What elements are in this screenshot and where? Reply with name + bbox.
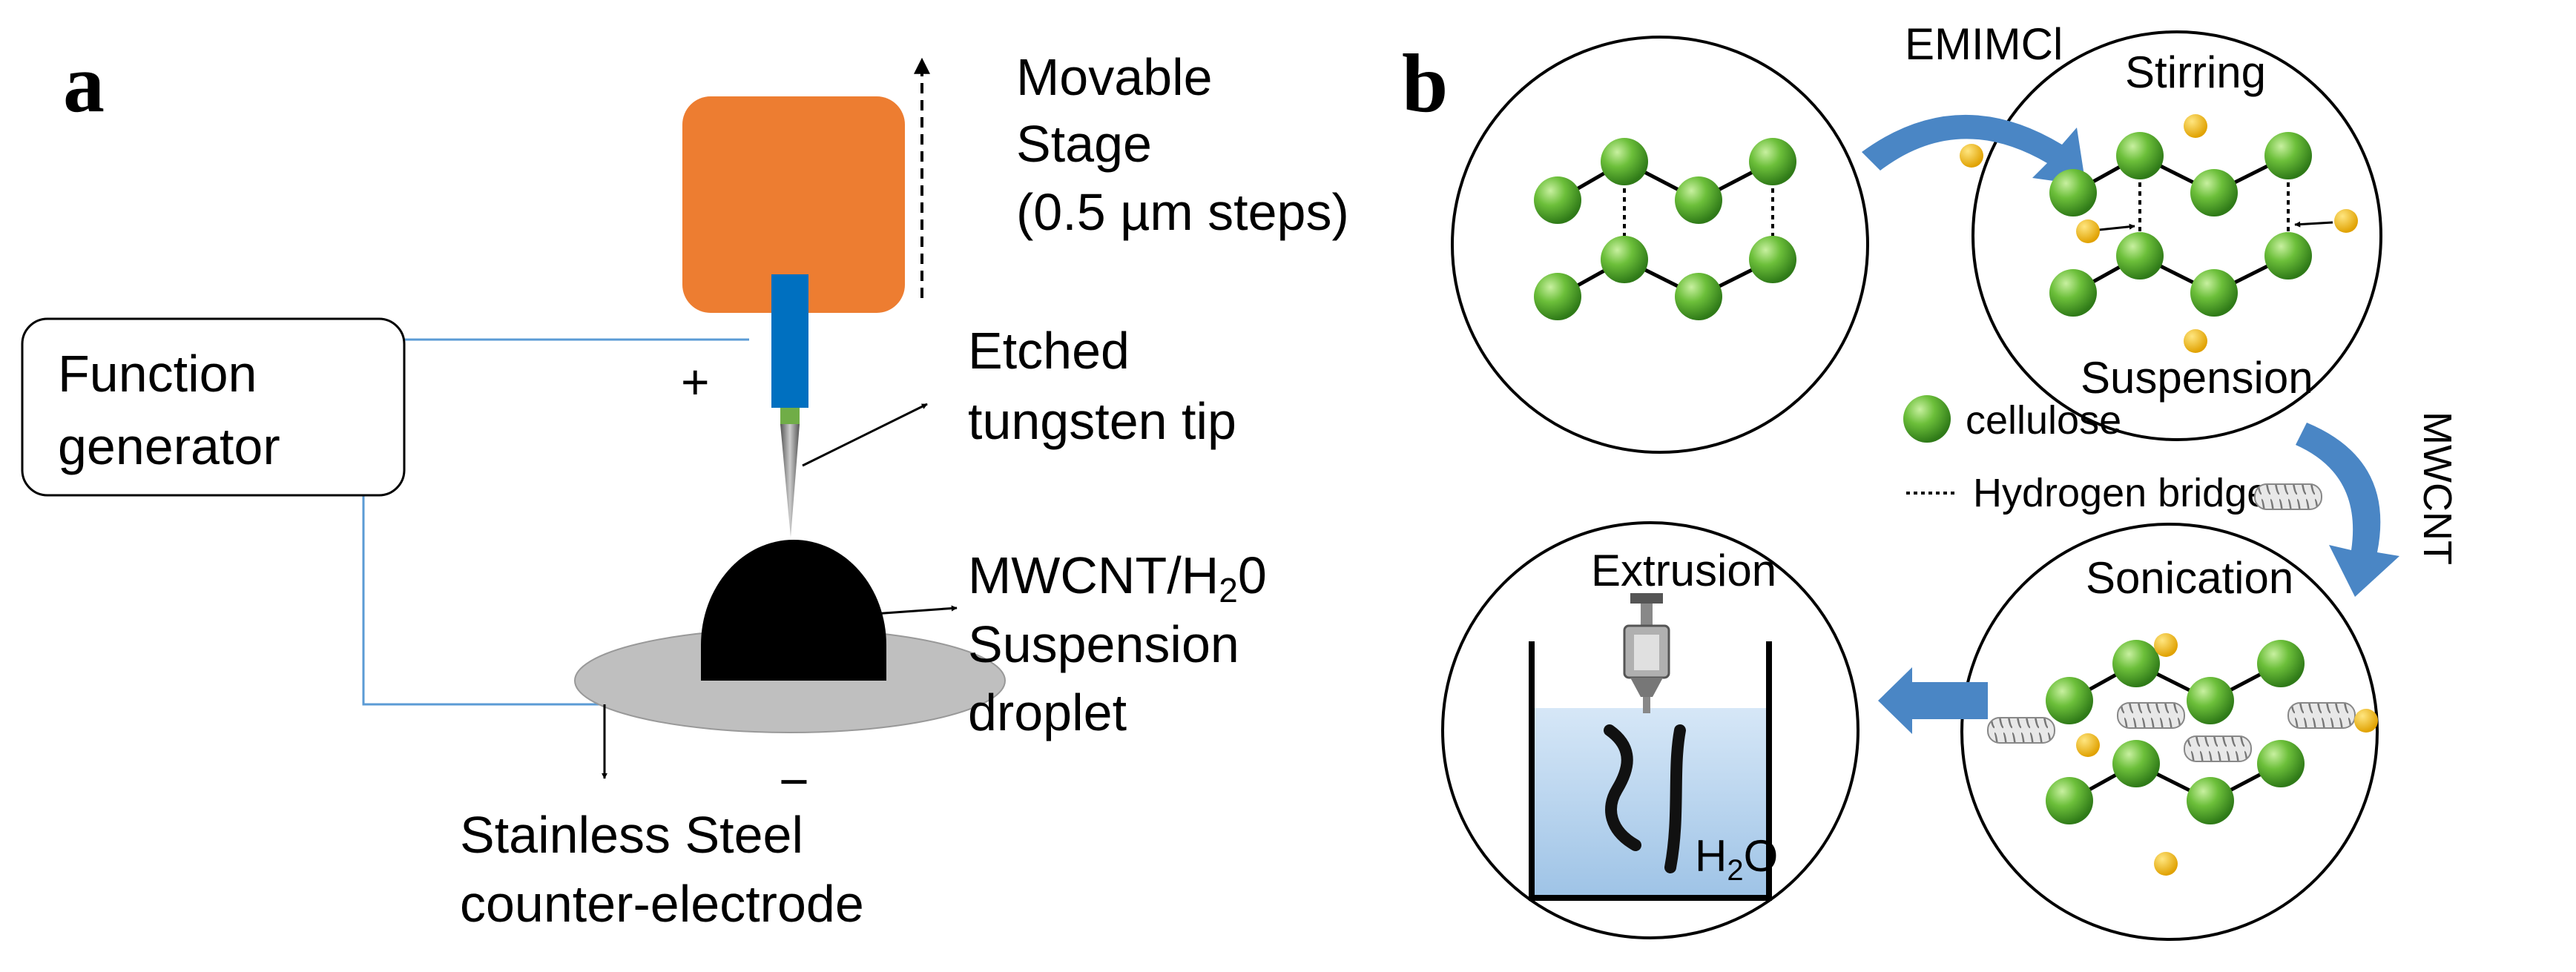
- stage-label-2: Stage: [1016, 115, 1152, 173]
- minus-sign: −: [779, 753, 809, 810]
- droplet-pointer-arrow: [852, 605, 958, 617]
- extruded-fiber-1: [1604, 724, 1641, 851]
- tungsten-tip: [780, 424, 800, 538]
- extrusion-label: Extrusion: [1591, 546, 1776, 595]
- cellulose-network-2: [2049, 114, 2358, 353]
- extruded-fiber-2: [1664, 724, 1686, 873]
- suspension-label: Suspension: [2081, 353, 2313, 403]
- circle-sonication: [1960, 523, 2379, 941]
- cellulose-network-1: [1534, 138, 1796, 320]
- beaker: [1529, 641, 1772, 901]
- legend-hbond-label: Hydrogen bridge: [1973, 471, 2269, 515]
- mwcnt-nanotube: [2254, 483, 2322, 510]
- sonication-label: Sonication: [2086, 553, 2293, 603]
- droplet-label-1: MWCNT/H20: [968, 546, 1267, 609]
- tip-label-2: tungsten tip: [968, 392, 1236, 450]
- panel-a-label: a: [63, 38, 105, 130]
- tip-collar: [780, 408, 800, 424]
- legend-cellulose-label: cellulose: [1966, 398, 2121, 443]
- droplet-label-2: Suspension: [968, 615, 1239, 673]
- tip-pointer-arrow: [802, 403, 928, 467]
- plus-sign: +: [681, 354, 710, 409]
- stage-label-1: Movable: [1016, 48, 1213, 106]
- to-extrusion-arrow: [1878, 667, 1988, 734]
- water-label: H2O: [1695, 831, 1778, 887]
- electrode-label-2: counter-electrode: [460, 875, 864, 933]
- stage-label-3: (0.5 µm steps): [1016, 183, 1349, 241]
- mwcnt-curved-arrow: [2296, 423, 2399, 597]
- mwcnt-label: MWCNT: [2415, 411, 2460, 565]
- droplet-label-3: droplet: [968, 684, 1127, 741]
- movable-stage: [682, 96, 905, 313]
- tip-holder: [771, 274, 808, 408]
- stirring-label: Stirring: [2125, 47, 2266, 97]
- electrode-label-1: Stainless Steel: [460, 806, 803, 864]
- tip-label-1: Etched: [968, 322, 1130, 380]
- cellulose-network-3: [1987, 633, 2378, 876]
- generator-label-2: generator: [58, 417, 280, 475]
- emimcl-curved-arrow: [1862, 114, 2086, 185]
- function-generator-box: [21, 317, 406, 497]
- emimcl-label: EMIMCl: [1905, 19, 2063, 69]
- syringe-icon: [1623, 593, 1670, 713]
- suspension-droplet: [701, 540, 886, 681]
- legend-cellulose-ball: [1903, 395, 1951, 443]
- water-bath: [1532, 708, 1769, 898]
- generator-label-1: Function: [58, 345, 257, 403]
- circle-cellulose: [1451, 36, 1869, 454]
- emimcl-ion: [1960, 144, 1983, 168]
- panel-b-label: b: [1402, 38, 1448, 130]
